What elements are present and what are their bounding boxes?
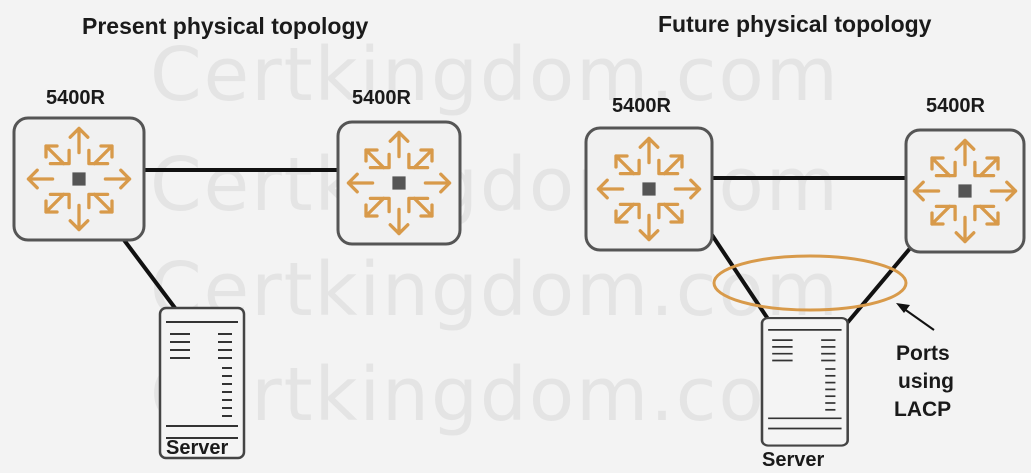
watermark: Certkingdom.com Certkingdom.com Certking… (150, 32, 840, 438)
present-topology: Present physical topology 5400R 5400R Se… (12, 13, 462, 460)
arrow-icon (896, 303, 910, 313)
annotation-arrow (896, 303, 935, 331)
annotation-line-2: using (898, 370, 954, 393)
watermark-text: Certkingdom.com (150, 247, 840, 333)
present-server-label: Server (166, 437, 228, 459)
future-topology: Future physical topology 5400R 5400R Ser… (584, 11, 1026, 471)
present-switch-right (336, 120, 462, 246)
future-server-link-right (846, 244, 914, 324)
present-switch-left-label: 5400R (46, 87, 105, 109)
future-switch-right-label: 5400R (926, 95, 985, 117)
watermark-text: Certkingdom.com (150, 352, 840, 438)
present-switch-right-label: 5400R (352, 87, 411, 109)
lacp-ellipse (712, 254, 908, 312)
annotation-line-3: LACP (894, 398, 951, 421)
future-switch-left-label: 5400R (612, 95, 671, 117)
present-title: Present physical topology (82, 13, 368, 39)
future-switch-left (584, 126, 714, 252)
watermark-text: Certkingdom.com (150, 32, 840, 118)
present-switch-left (12, 116, 146, 242)
server-icon (158, 306, 246, 460)
future-server-label: Server (762, 449, 824, 471)
present-server-link (122, 238, 180, 314)
watermark-text: Certkingdom.com (150, 142, 840, 228)
future-server (760, 316, 849, 447)
annotation-line-1: Ports (896, 342, 950, 365)
present-server (158, 306, 246, 460)
server-icon (760, 316, 849, 447)
future-title: Future physical topology (658, 11, 932, 37)
future-switch-right (904, 128, 1026, 254)
